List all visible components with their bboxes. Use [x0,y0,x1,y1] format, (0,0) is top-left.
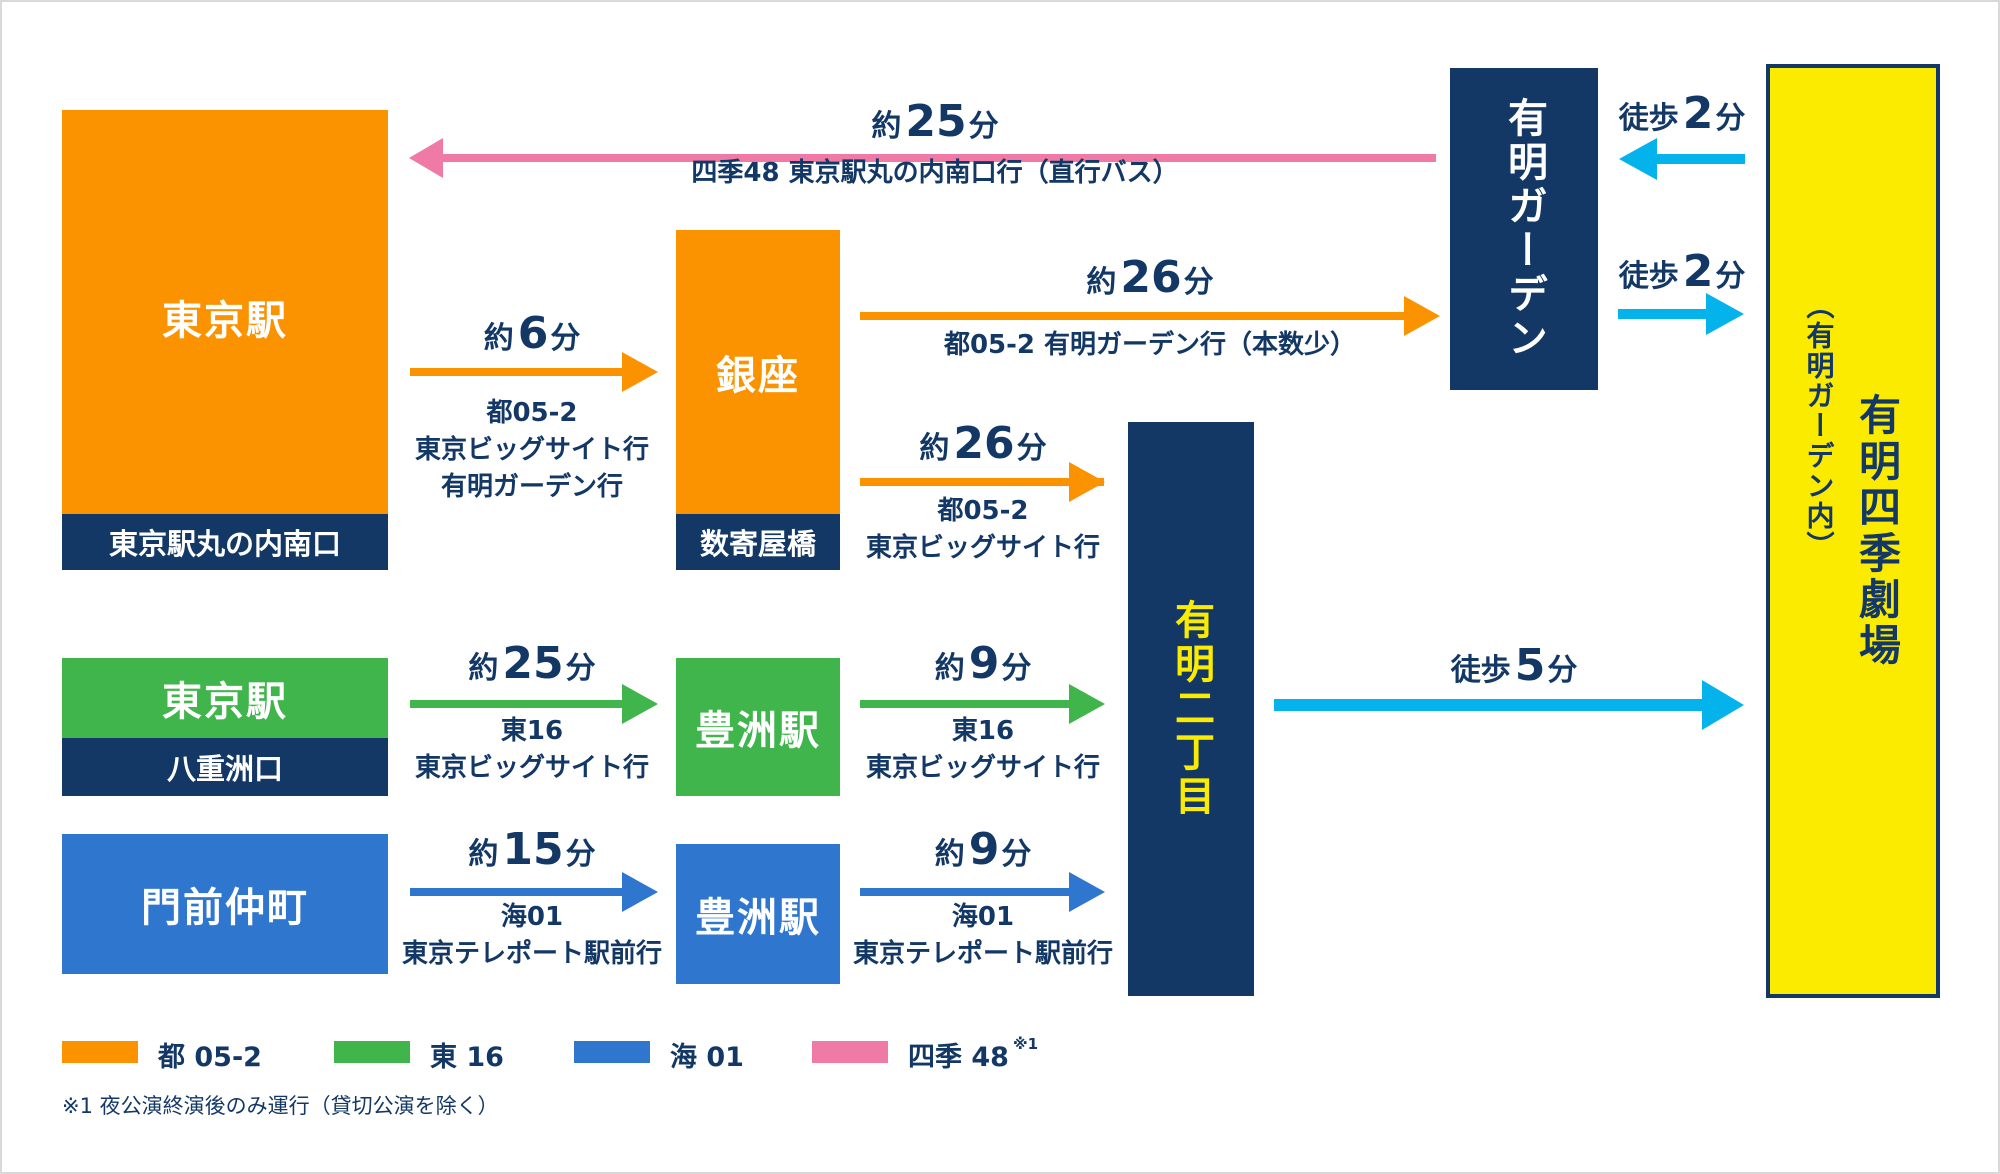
station-tokyo-marunouchi-sub: 東京駅丸の内南口 [62,514,388,570]
route-desc: 都05-2 有明ガーデン行（本数少） [943,330,1357,360]
travel-time: 徒歩2分 [1618,88,1746,139]
travel-time: 徒歩5分 [1450,640,1578,691]
label-walk-garden-in: 徒歩2分 [1602,88,1762,139]
route-desc: 四季48 東京駅丸の内南口行（直行バス） [691,158,1179,188]
stop-name: 数寄屋橋 [699,527,816,561]
arrow-ginza-garden [860,296,1440,336]
arrow-walk-garden-in [1619,138,1745,180]
label-yaesu-toyosu: 約25分 東16 東京ビッグサイト行 [392,638,672,787]
footnote: ※1 夜公演終演後のみ運行（貸切公演を除く） [62,1094,499,1118]
arrow-yaesu-toyosu [410,684,658,724]
travel-time: 約25分 [468,638,596,689]
route-desc: 海01 東京テレポート駅前行 [401,902,662,969]
arrow-direct-bus [409,138,1436,178]
arrow-toyosu-2chome-blue [860,872,1105,912]
arrow-tokyo-ginza [410,352,658,392]
station-ginza-sub: 数寄屋橋 [676,514,840,570]
arrow-monzen-toyosu [410,872,658,912]
station-tokyo-yaesu-sub: 八重洲口 [62,738,388,796]
label-tokyo-ginza: 約6分 都05-2 東京ビッグサイト行 有明ガーデン行 [392,308,672,506]
station-ariake-garden: 有明ガーデン [1450,68,1598,390]
station-name: 有明ガーデン [1501,97,1547,361]
stop-name: 東京駅丸の内南口 [108,527,341,561]
station-monzen-nakacho: 門前仲町 [62,834,388,974]
station-name: 豊洲駅 [695,895,821,941]
arrow-toyosu-2chome-green [860,684,1105,724]
label-ginza-garden: 約26分 都05-2 有明ガーデン行（本数少） [860,252,1440,364]
station-name: 門前仲町 [141,885,309,931]
route-desc: 都05-2 東京ビッグサイト行 [865,496,1100,563]
label-toyosu-2chome-blue: 約9分 海01 東京テレポート駅前行 [850,824,1116,973]
route-desc: 東16 東京ビッグサイト行 [865,716,1100,783]
station-name: 東京駅 [162,298,288,344]
arrow-walk-garden-out [1618,293,1744,335]
route-desc: 都05-2 東京ビッグサイト行 有明ガーデン行 [414,398,649,502]
arrow-ginza-2chome [860,462,1105,502]
travel-time: 約9分 [934,824,1032,875]
station-name: 有明二丁目 [1168,599,1214,819]
legend-swatch-orange [62,1041,138,1063]
station-ginza: 銀座 [676,230,840,514]
legend-label-blue: 海 01 [670,1042,744,1073]
travel-time: 徒歩2分 [1618,246,1746,297]
station-toyosu-green: 豊洲駅 [676,658,840,796]
label-ginza-2chome: 約26分 都05-2 東京ビッグサイト行 [850,418,1116,567]
station-name: 豊洲駅 [695,708,821,754]
legend-swatch-blue [574,1041,650,1063]
station-name: 東京駅 [162,679,288,725]
travel-time: 約25分 [871,96,999,147]
label-direct-bus: 約25分 四季48 東京駅丸の内南口行（直行バス） [434,96,1436,192]
legend-label-orange: 都 05-2 [158,1042,262,1073]
travel-time: 約26分 [1086,252,1214,303]
label-walk-2chome: 徒歩5分 [1274,640,1754,691]
label-walk-garden-out: 徒歩2分 [1602,246,1762,297]
legend-label-green: 東 16 [430,1042,504,1073]
travel-time: 約26分 [919,418,1047,469]
station-ariake-2chome: 有明二丁目 [1128,422,1254,996]
station-name: 銀座 [716,353,800,399]
legend-swatch-green [334,1041,410,1063]
travel-time: 約9分 [934,638,1032,689]
route-desc: 東16 東京ビッグサイト行 [414,716,649,783]
destination-ariake-shiki-theatre: 有明四季劇場 （有明ガーデン内） [1766,64,1940,998]
label-monzen-toyosu: 約15分 海01 東京テレポート駅前行 [392,824,672,973]
destination-sub: （有明ガーデン内） [1802,291,1836,561]
legend-swatch-pink [812,1041,888,1063]
stop-name: 八重洲口 [166,752,283,786]
route-desc: 海01 東京テレポート駅前行 [852,902,1113,969]
legend-note-mark: ※1 [1012,1035,1039,1053]
legend-label-pink: 四季 48※1 [908,1035,1039,1073]
label-toyosu-2chome-green: 約9分 東16 東京ビッグサイト行 [850,638,1116,787]
station-toyosu-blue: 豊洲駅 [676,844,840,984]
arrow-walk-2chome [1274,680,1744,730]
travel-time: 約15分 [468,824,596,875]
travel-time: 約6分 [483,308,581,359]
destination-name: 有明四季劇場 [1852,393,1902,669]
station-tokyo-marunouchi: 東京駅 [62,110,388,514]
station-tokyo-yaesu: 東京駅 [62,658,388,738]
